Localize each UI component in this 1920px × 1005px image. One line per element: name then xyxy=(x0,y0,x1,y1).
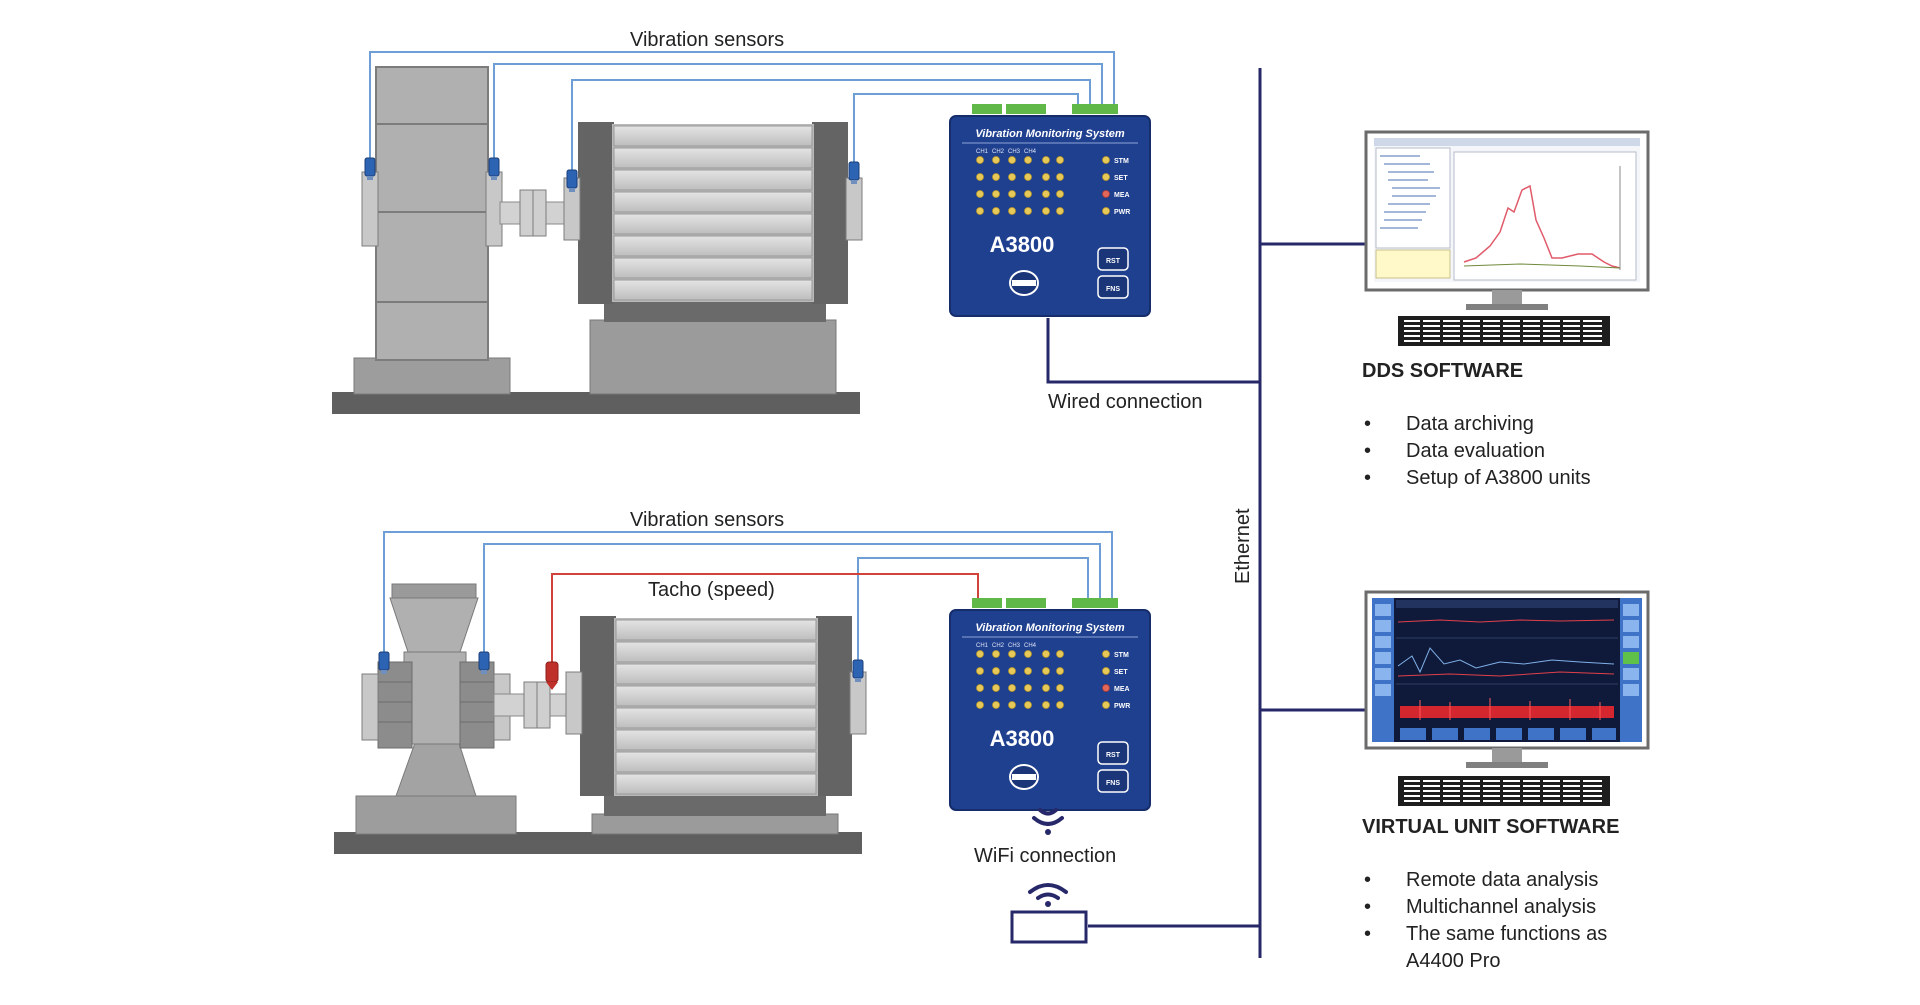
a3800-bottom-rst-button xyxy=(1097,741,1129,765)
svg-text:CH3: CH3 xyxy=(1008,643,1021,649)
virtual-feature-item: Remote data analysis xyxy=(1362,867,1622,894)
bottom-motor-endcap-left xyxy=(580,616,616,796)
a3800-bottom-status-1: STM xyxy=(1114,652,1129,659)
wifi-icon-emitter xyxy=(1032,808,1064,826)
svg-text:CH4: CH4 xyxy=(1024,149,1037,155)
bottom-left-machine-foot xyxy=(355,795,517,835)
wifi-connection-label: WiFi connection xyxy=(974,845,1117,867)
virtual-unit-software-title: VIRTUAL UNIT SOFTWARE xyxy=(1362,816,1620,838)
top-sensor-cables xyxy=(369,51,1115,170)
top-baseplate xyxy=(332,392,860,414)
dds-software-title: DDS SOFTWARE xyxy=(1362,360,1524,382)
dds-feature-list: Data archiving Data evaluation Setup of … xyxy=(1362,411,1591,492)
tacho-label: Tacho (speed) xyxy=(648,579,775,601)
svg-text:CH1: CH1 xyxy=(976,149,989,155)
virtual-feature-item: Multichannel analysis xyxy=(1362,894,1622,921)
tacho-cable xyxy=(551,573,979,662)
a3800-top-status-2: SET xyxy=(1114,175,1128,182)
virtual-unit-feature-list: Remote data analysis Multichannel analys… xyxy=(1362,867,1622,975)
top-motor-base xyxy=(589,319,837,395)
a3800-top-model: A3800 xyxy=(990,232,1055,257)
svg-text:CH2: CH2 xyxy=(992,149,1005,155)
bottom-pump-inlet xyxy=(391,583,477,599)
dds-feature-item: Data evaluation xyxy=(1362,438,1591,465)
a3800-top-status-3: MEA xyxy=(1114,192,1130,199)
a3800-bottom-model: A3800 xyxy=(990,726,1055,751)
dds-feature-item: Setup of A3800 units xyxy=(1362,465,1591,492)
virtual-unit-monitor xyxy=(1364,590,1650,768)
svg-text:CH2: CH2 xyxy=(992,643,1005,649)
top-machine-train xyxy=(332,66,863,414)
a3800-top-fns-button xyxy=(1097,275,1129,299)
dds-keyboard xyxy=(1398,316,1610,346)
a3800-top-rst-button xyxy=(1097,247,1129,271)
tacho-sensor-icon xyxy=(545,661,559,690)
a3800-bottom-status-3: MEA xyxy=(1114,686,1130,693)
a3800-top-fns-label: FNS xyxy=(1106,286,1120,293)
a3800-bottom-status-2: SET xyxy=(1114,669,1128,676)
bottom-machine-train xyxy=(334,583,867,854)
vibration-sensor-icons xyxy=(364,157,864,682)
wired-connection-label: Wired connection xyxy=(1048,391,1203,413)
a3800-top-status-1: STM xyxy=(1114,158,1129,165)
top-motor-endcap-right xyxy=(812,122,848,304)
svg-text:CH1: CH1 xyxy=(976,643,989,649)
a3800-top-header: Vibration Monitoring System xyxy=(975,128,1125,140)
bottom-sensor-cables xyxy=(383,531,1113,660)
a3800-bottom-fns-label: FNS xyxy=(1106,780,1120,787)
top-motor-fins xyxy=(612,124,814,302)
ethernet-label: Ethernet xyxy=(1232,508,1254,584)
dds-monitor xyxy=(1364,130,1650,310)
bottom-motor-base xyxy=(591,813,839,835)
a3800-top-rst-label: RST xyxy=(1106,258,1121,265)
virtual-unit-keyboard xyxy=(1398,776,1610,806)
virtual-feature-item: The same functions as A4400 Pro xyxy=(1362,921,1622,975)
bottom-motor-endcap-right xyxy=(816,616,852,796)
a3800-bottom-header: Vibration Monitoring System xyxy=(975,622,1125,634)
svg-text:CH4: CH4 xyxy=(1024,643,1037,649)
top-left-machine-foot xyxy=(353,357,511,395)
wifi-receiver-box xyxy=(1010,910,1088,944)
bottom-pump-body xyxy=(403,651,467,745)
network-lines xyxy=(1046,68,1366,958)
bottom-baseplate xyxy=(334,832,862,854)
a3800-bottom-rst-label: RST xyxy=(1106,752,1121,759)
virtual-unit-spectrum-band xyxy=(1400,706,1614,718)
vibration-sensors-label-top: Vibration sensors xyxy=(630,29,785,51)
dds-feature-item: Data archiving xyxy=(1362,411,1591,438)
wifi-icon-receiver xyxy=(1028,883,1068,900)
vibration-sensors-label-bottom: Vibration sensors xyxy=(630,509,785,531)
top-left-machine-body xyxy=(375,66,489,361)
top-motor-endcap-left xyxy=(578,122,614,304)
wired-connection-line xyxy=(1046,318,1260,384)
a3800-bottom-fns-button xyxy=(1097,769,1129,793)
a3800-bottom-status-4: PWR xyxy=(1114,703,1130,710)
a3800-top-status-4: PWR xyxy=(1114,209,1130,216)
bottom-motor-fins xyxy=(614,618,818,796)
svg-text:CH3: CH3 xyxy=(1008,149,1021,155)
